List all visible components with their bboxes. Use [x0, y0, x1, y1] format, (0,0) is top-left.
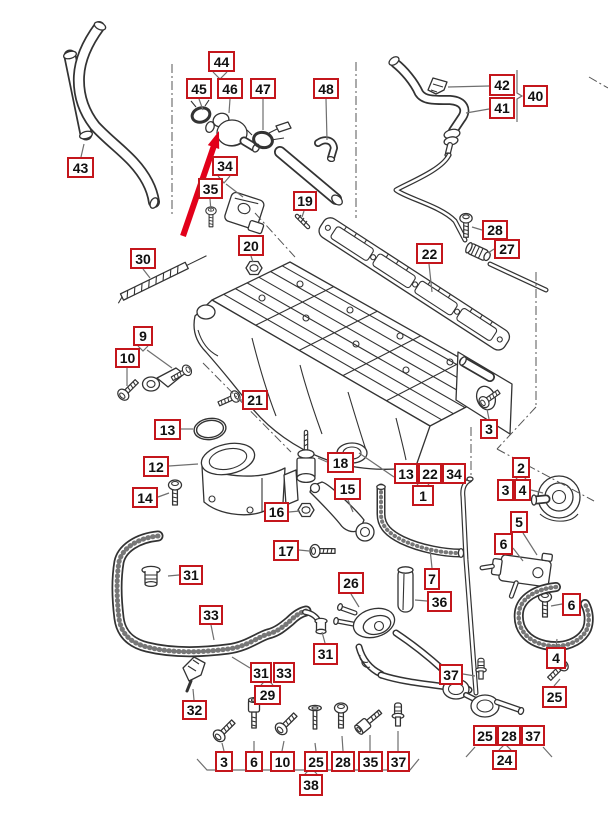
actuator-valve-drawing [530, 475, 581, 522]
sensor-9-drawing [141, 362, 194, 392]
part-label-22: 22 [418, 463, 442, 484]
part-label-25: 25 [473, 725, 497, 746]
part-label-16: 16 [264, 502, 289, 522]
grommet-31-left-drawing [141, 565, 161, 588]
part-label-33: 33 [199, 605, 223, 625]
part-label-30: 30 [130, 248, 156, 269]
solenoid-valve-drawing [479, 552, 554, 599]
part-label-47: 47 [250, 78, 276, 99]
part-label-9: 9 [133, 326, 153, 346]
intake-manifold-drawing [193, 261, 513, 470]
clamp-45-drawing [190, 99, 212, 124]
part-label-15: 15 [334, 478, 361, 500]
part-label-20: 20 [238, 235, 264, 256]
clamp-47-drawing [246, 121, 292, 150]
nut-20-drawing [245, 260, 263, 276]
part-label-13: 13 [154, 419, 181, 440]
part-label-32: 32 [182, 700, 207, 720]
part-label-28: 28 [482, 220, 508, 240]
part-label-35: 35 [198, 178, 223, 199]
part-label-10: 10 [115, 348, 140, 368]
part-label-4: 4 [514, 479, 531, 501]
grommet-31-center-drawing [314, 617, 328, 635]
sleeve-36-drawing [397, 566, 414, 613]
part-label-22: 22 [416, 243, 443, 264]
oring-13-drawing [193, 417, 227, 441]
part-label-43: 43 [67, 157, 94, 178]
stud-18-drawing [296, 429, 316, 484]
part-label-28: 28 [331, 751, 355, 772]
part-label-24: 24 [492, 750, 517, 770]
valve-46-drawing [205, 112, 260, 153]
part-label-37: 37 [387, 751, 410, 772]
part-label-26: 26 [338, 572, 364, 594]
part-label-19: 19 [293, 191, 317, 211]
hose-4-drawing [513, 582, 594, 652]
part-label-34: 34 [212, 156, 238, 176]
part-label-31: 31 [179, 565, 203, 585]
part-label-40: 40 [523, 85, 548, 107]
sensor-34-drawing [224, 191, 265, 235]
part-label-29: 29 [254, 685, 281, 705]
hose-to-plug-27-drawing [393, 152, 549, 293]
part-label-13: 13 [394, 463, 418, 484]
part-label-33: 33 [273, 662, 295, 683]
part-label-44: 44 [208, 51, 235, 72]
hose-33-drawing [111, 530, 312, 658]
part-label-3: 3 [215, 751, 233, 772]
part-label-31: 31 [313, 643, 338, 665]
part-label-3: 3 [497, 479, 514, 501]
part-label-12: 12 [143, 456, 169, 477]
part-label-14: 14 [132, 487, 158, 508]
clip-42-drawing [427, 77, 448, 95]
part-label-3: 3 [480, 419, 498, 439]
part-label-6: 6 [494, 533, 513, 555]
part-label-25: 25 [304, 751, 328, 772]
part-label-18: 18 [327, 452, 354, 473]
part-label-5: 5 [510, 511, 528, 533]
part-label-4: 4 [546, 647, 566, 669]
leader-lines [80, 70, 563, 775]
part-label-27: 27 [494, 239, 520, 259]
part-label-37: 37 [521, 725, 545, 746]
construction-lines [171, 62, 608, 502]
part-label-37: 37 [439, 664, 463, 685]
part-label-17: 17 [273, 540, 299, 561]
part-label-34: 34 [442, 463, 466, 484]
part-label-21: 21 [242, 390, 268, 410]
gasket-22-drawing [318, 217, 511, 351]
rod-30-drawing [117, 255, 207, 304]
hose-stub-47-drawing [274, 146, 343, 206]
part-label-36: 36 [427, 591, 452, 612]
pipe-7-drawing [376, 483, 465, 559]
stud-19-drawing [294, 213, 311, 230]
part-label-46: 46 [217, 78, 243, 99]
hose-41-drawing [388, 56, 470, 158]
part-label-25: 25 [542, 686, 567, 708]
part-label-35: 35 [358, 751, 383, 772]
part-label-7: 7 [424, 568, 440, 590]
part-label-6: 6 [562, 593, 581, 616]
elbow-48-drawing [314, 136, 338, 163]
part-label-41: 41 [489, 97, 515, 119]
clip-32-drawing [182, 656, 206, 693]
breather-hose-43-drawing [63, 21, 160, 209]
part-label-38: 38 [299, 774, 323, 796]
nut-16-drawing [297, 502, 315, 518]
part-label-42: 42 [489, 74, 515, 96]
part-label-1: 1 [412, 485, 434, 506]
part-label-31: 31 [250, 662, 272, 683]
part-label-48: 48 [313, 78, 339, 99]
part-label-10: 10 [270, 751, 295, 772]
plug-27-drawing [465, 242, 491, 262]
part-label-6: 6 [245, 751, 263, 772]
part-label-45: 45 [186, 78, 212, 99]
part-label-28: 28 [497, 725, 521, 746]
part-label-2: 2 [512, 457, 530, 478]
